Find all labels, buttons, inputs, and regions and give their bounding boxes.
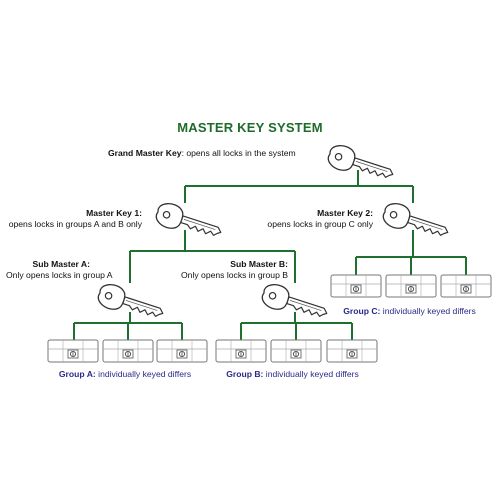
- cylinder-lock-icon: [330, 274, 382, 298]
- cylinder-lock-icon: [440, 274, 492, 298]
- group-a-desc: individually keyed differs: [95, 369, 192, 379]
- group-b-label: Group B: individually keyed differs: [205, 369, 380, 380]
- tree-lines: [73, 170, 467, 340]
- group-a-label: Group A: individually keyed differs: [40, 369, 210, 380]
- group-c-name: Group C:: [343, 306, 381, 316]
- diagram-title: MASTER KEY SYSTEM: [177, 120, 323, 135]
- sub-master-b-name: Sub Master B:: [230, 259, 288, 269]
- master-key-1-desc: opens locks in groups A and B only: [8, 219, 142, 229]
- cylinder-lock-icon: [47, 339, 99, 363]
- group-a-name: Group A:: [58, 369, 96, 379]
- cylinder-lock-icon: [385, 274, 437, 298]
- group-c-label: Group C: individually keyed differs: [322, 306, 497, 317]
- group-c-desc: individually keyed differs: [380, 306, 476, 316]
- sub-master-b-label: Sub Master B: Only opens locks in group …: [170, 259, 288, 281]
- sub-master-a-label: Sub Master A: Only opens locks in group …: [6, 259, 113, 281]
- key-icon: [380, 199, 453, 245]
- master-key-1-name: Master Key 1:: [86, 208, 142, 218]
- cylinder-lock-icon: [156, 339, 208, 363]
- sub-master-a-desc: Only opens locks in group A: [6, 270, 113, 280]
- sub-master-a-name: Sub Master A:: [32, 259, 90, 269]
- group-c-locks: [330, 274, 492, 298]
- sub-master-b-desc: Only opens locks in group B: [180, 270, 288, 280]
- grand-master-desc: : opens all locks in the system: [181, 148, 296, 158]
- grand-master-name: Grand Master Key: [108, 148, 182, 158]
- cylinder-lock-icon: [326, 339, 378, 363]
- master-key-2-label: Master Key 2: opens locks in group C onl…: [255, 208, 373, 230]
- cylinder-lock-icon: [270, 339, 322, 363]
- group-b-locks: [215, 339, 378, 363]
- group-b-name: Group B:: [226, 369, 264, 379]
- master-key-2-desc: opens locks in group C only: [267, 219, 373, 229]
- key-icon: [153, 199, 226, 245]
- key-icon: [95, 280, 168, 326]
- key-icon: [325, 141, 398, 187]
- cylinder-lock-icon: [102, 339, 154, 363]
- master-key-1-label: Master Key 1: opens locks in groups A an…: [6, 208, 142, 230]
- group-b-desc: individually keyed differs: [263, 369, 359, 379]
- master-key-2-name: Master Key 2:: [317, 208, 373, 218]
- grand-master-label: Grand Master Key: opens all locks in the…: [108, 148, 296, 159]
- cylinder-lock-icon: [215, 339, 267, 363]
- group-a-locks: [47, 339, 208, 363]
